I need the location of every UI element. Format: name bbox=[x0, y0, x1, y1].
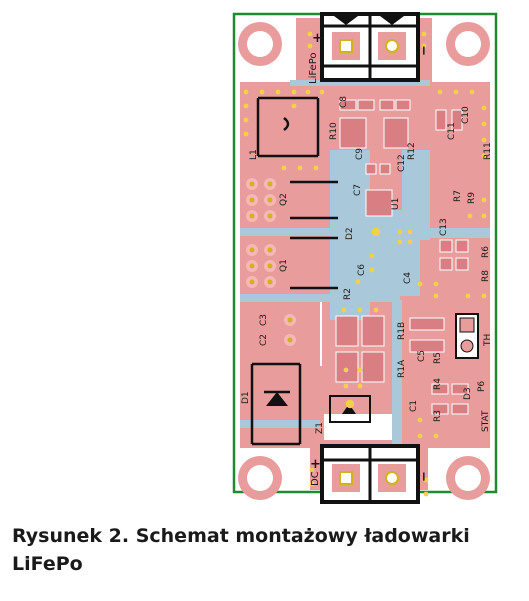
ref-c12: C12 bbox=[397, 154, 407, 172]
ref-r7: R7 bbox=[453, 190, 463, 202]
ref-c3: C3 bbox=[259, 314, 269, 326]
diode-z1-outline bbox=[329, 395, 371, 423]
terminal-block-dc bbox=[320, 444, 420, 504]
ref-r2: R2 bbox=[343, 288, 353, 300]
terminal-block-battery bbox=[320, 12, 420, 82]
ref-z1: Z1 bbox=[315, 422, 325, 434]
connector-th bbox=[455, 313, 479, 359]
ref-q2: Q2 bbox=[279, 193, 289, 206]
ref-c9: C9 bbox=[355, 148, 365, 160]
ref-c6: C6 bbox=[357, 264, 367, 276]
ref-r5: R5 bbox=[433, 352, 443, 364]
ref-c7: C7 bbox=[353, 184, 363, 196]
ref-c10: C10 bbox=[461, 106, 471, 124]
label-th: TH bbox=[483, 334, 493, 347]
ref-r3: R3 bbox=[433, 410, 443, 422]
ref-c11: C11 bbox=[447, 122, 457, 140]
label-minus-bottom: − bbox=[417, 471, 432, 482]
label-lifepo: LiFePo bbox=[308, 53, 319, 85]
ref-d3: D3 bbox=[463, 387, 473, 400]
ref-c5: C5 bbox=[417, 350, 427, 362]
vias bbox=[243, 31, 487, 497]
ref-r1a: R1A bbox=[397, 359, 407, 378]
label-dc: DC bbox=[310, 471, 321, 486]
mounting-hole-bottom-left bbox=[238, 456, 282, 500]
mounting-hole-top-left bbox=[238, 22, 282, 66]
ref-r8: R8 bbox=[481, 270, 491, 282]
caption-line-2: LiFePo bbox=[12, 553, 83, 575]
label-stat: STAT bbox=[481, 410, 491, 432]
ref-r12: R12 bbox=[407, 142, 417, 160]
mounting-hole-top-right bbox=[446, 22, 490, 66]
pcb-assembly-diagram: LiFePo + − DC + − TH STAT C8 R10 C9 L1 R… bbox=[232, 12, 498, 504]
ref-r6: R6 bbox=[481, 246, 491, 258]
silkscreen-labels: LiFePo + − DC + − TH STAT C8 R10 C9 L1 R… bbox=[241, 31, 493, 486]
figure-caption: Rysunek 2. Schemat montażowy ładowarki L… bbox=[12, 522, 517, 578]
ref-c13: C13 bbox=[439, 218, 449, 236]
smd-pads bbox=[335, 99, 469, 415]
ref-d2: D2 bbox=[345, 227, 355, 240]
ref-c1: C1 bbox=[409, 400, 419, 412]
mask-channels bbox=[240, 80, 490, 450]
ref-r11: R11 bbox=[483, 142, 493, 160]
ref-p6: P6 bbox=[477, 381, 487, 392]
ref-d1: D1 bbox=[241, 391, 251, 404]
caption-line-1: Rysunek 2. Schemat montażowy ładowarki bbox=[12, 525, 470, 547]
through-hole-pads bbox=[246, 178, 296, 346]
ref-r9: R9 bbox=[467, 192, 477, 204]
ref-u1: U1 bbox=[391, 198, 401, 210]
ref-r1b: R1B bbox=[397, 322, 407, 340]
mounting-hole-bottom-right bbox=[446, 456, 490, 500]
mounting-holes bbox=[238, 22, 490, 500]
ref-r4: R4 bbox=[433, 378, 443, 390]
label-plus-top: + bbox=[312, 31, 323, 46]
label-plus-bottom: + bbox=[310, 457, 321, 472]
ref-c2: C2 bbox=[259, 334, 269, 346]
label-minus-top: − bbox=[417, 45, 432, 56]
transistor-outlines bbox=[290, 180, 338, 290]
ref-q1: Q1 bbox=[279, 259, 289, 272]
diode-d1-outline bbox=[250, 362, 302, 446]
ref-c8: C8 bbox=[339, 96, 349, 108]
inductor-l1-outline bbox=[256, 96, 320, 158]
ref-r10: R10 bbox=[329, 122, 339, 140]
ref-l1: L1 bbox=[249, 149, 259, 160]
ref-c4: C4 bbox=[403, 272, 413, 284]
